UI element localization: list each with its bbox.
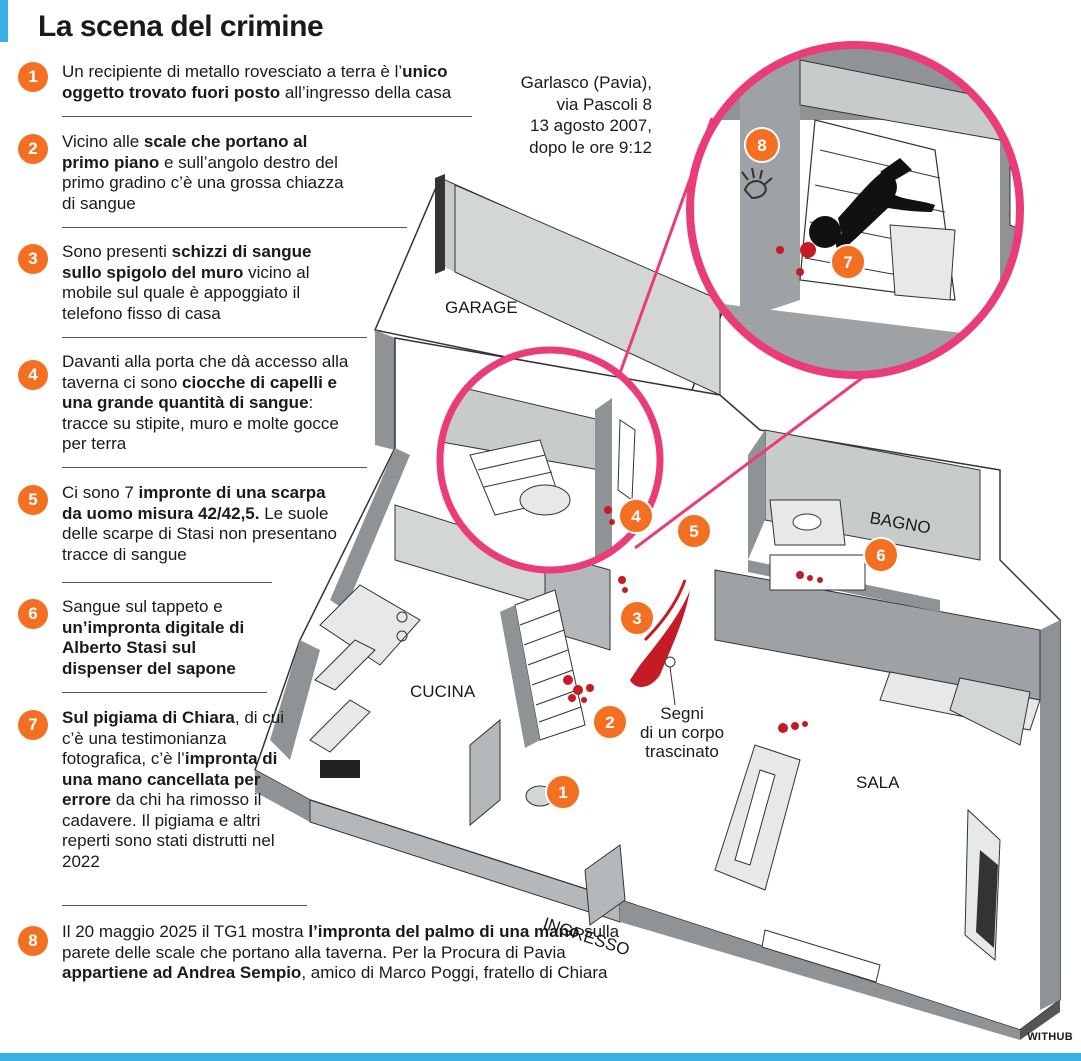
item-text-segment: sulla parete delle scale che portano all… (62, 922, 620, 962)
stair-detail-large (690, 45, 1020, 375)
svg-text:3: 3 (632, 609, 641, 628)
item-text-segment: , amico di Marco Poggi, fratello di Chia… (301, 963, 608, 982)
divider (62, 467, 367, 468)
item-text-bold: Sul pigiama di Chiara (62, 708, 235, 727)
plan-marker-1: 1 (545, 774, 581, 810)
item-number-badge: 6 (18, 599, 48, 629)
item-text: Vicino alle scale che portano al primo p… (62, 132, 352, 214)
divider (62, 692, 267, 693)
item-number-badge: 1 (18, 62, 48, 92)
divider (62, 905, 307, 906)
divider (62, 116, 472, 117)
location-info: Garlasco (Pavia), via Pascoli 8 13 agost… (470, 72, 652, 158)
item-text: Sono presenti schizzi di sangue sullo sp… (62, 242, 342, 324)
item-text-bold: ciocche di capelli e una grande quantità… (62, 372, 337, 413)
svg-text:5: 5 (689, 522, 698, 541)
plan-marker-8: 8 (744, 127, 780, 163)
item-number-badge: 3 (18, 244, 48, 274)
divider (62, 337, 367, 338)
item-text-bold: schizzi di sangue sullo spigolo del muro (62, 242, 312, 282)
plan-marker-3: 3 (619, 600, 655, 636)
item-text-segment: Sono presenti (62, 242, 172, 261)
room-label-garage: GARAGE (445, 298, 518, 317)
item-text-segment: Ci sono 7 (62, 483, 139, 502)
annotation-line-2: di un corpo (640, 723, 724, 742)
item-text-segment: all’ingresso della casa (280, 82, 452, 102)
item-text-bold: impronte di una scarpa da uomo misura 42… (62, 483, 326, 523)
item-text: Il 20 maggio 2025 il TG1 mostra l’impron… (62, 922, 642, 984)
svg-text:1: 1 (558, 783, 567, 802)
blood-marks (563, 571, 823, 733)
item-text-bold: impronta di una mano cancellata per erro… (62, 749, 278, 809)
plan-marker-7: 7 (830, 244, 866, 280)
handprint-icon (741, 167, 773, 200)
svg-text:6: 6 (876, 546, 885, 565)
brand-logo: WITHUB (1027, 1031, 1073, 1043)
item-text-bold: scale che portano al primo piano (62, 132, 308, 172)
location-line: dopo le ore 9:12 (529, 137, 652, 157)
divider (62, 227, 407, 228)
item-number-badge: 7 (18, 710, 48, 740)
item-text-segment: da chi ha rimosso il cadavere. Il pigiam… (62, 790, 275, 871)
item-text-segment: Un recipiente di metallo rovesciato a te… (62, 62, 403, 81)
item-text: Ci sono 7 impronte di una scarpa da uomo… (62, 483, 342, 565)
room-label-cucina: CUCINA (410, 682, 476, 701)
stair-detail-small (440, 379, 660, 570)
item-number-badge: 4 (18, 360, 48, 390)
svg-text:2: 2 (605, 713, 614, 732)
plan-marker-6: 6 (863, 537, 899, 573)
svg-text:8: 8 (757, 136, 766, 155)
item-number-badge: 2 (18, 134, 48, 164)
bottom-accent-bar (0, 1053, 1081, 1061)
plan-marker-2: 2 (592, 704, 628, 740)
annotation-line-3: trascinato (645, 742, 719, 761)
item-text-bold: unico oggetto trovato fuori posto (62, 62, 448, 102)
item-text-segment: Il 20 maggio 2025 il TG1 mostra (62, 922, 309, 941)
item-number-badge: 8 (18, 926, 48, 956)
item-text-segment: e sull’angolo destro del primo gradino c… (62, 152, 344, 213)
item-text-segment: : tracce su stipite, muro e molte gocce … (62, 393, 339, 453)
divider (62, 582, 272, 583)
plan-marker-4: 4 (618, 498, 654, 534)
item-text-bold: un’impronta digitale di Alberto Stasi su… (62, 617, 245, 678)
item-text-segment: Le suole delle scarpe di Stasi non prese… (62, 503, 338, 564)
location-line: 13 agosto 2007, (530, 116, 652, 135)
location-line: Garlasco (Pavia), (520, 73, 652, 92)
item-text: Sangue sul tappeto e un’impronta digital… (62, 597, 262, 679)
annotation-line-1: Segni (660, 704, 703, 723)
staircase (500, 589, 586, 748)
plan-marker-5: 5 (676, 513, 712, 549)
item-text-bold: l’impronta del palmo di una mano (308, 922, 580, 941)
svg-text:4: 4 (631, 507, 641, 526)
svg-text:7: 7 (843, 253, 852, 272)
item-text-bold: appartiene ad Andrea Sempio (62, 963, 302, 982)
room-label-sala: SALA (856, 773, 900, 792)
item-text-segment: Sangue sul tappeto e (62, 597, 223, 616)
item-text: Davanti alla porta che dà accesso alla t… (62, 352, 362, 455)
page-title: La scena del crimine (38, 10, 324, 43)
item-text-segment: vicino al mobile sul quale è appoggiato … (62, 262, 310, 323)
item-text-segment: Vicino alle (62, 132, 144, 151)
top-accent-bar (0, 0, 8, 42)
location-line: via Pascoli 8 (556, 94, 652, 114)
item-text: Un recipiente di metallo rovesciato a te… (62, 62, 477, 103)
item-text-segment: , di cui c’è una testimonianza fotografi… (62, 708, 285, 768)
item-number-badge: 5 (18, 485, 48, 515)
item-text-segment: Davanti alla porta che dà accesso alla t… (62, 352, 349, 392)
item-text: Sul pigiama di Chiara, di cui c’è una te… (62, 708, 307, 872)
